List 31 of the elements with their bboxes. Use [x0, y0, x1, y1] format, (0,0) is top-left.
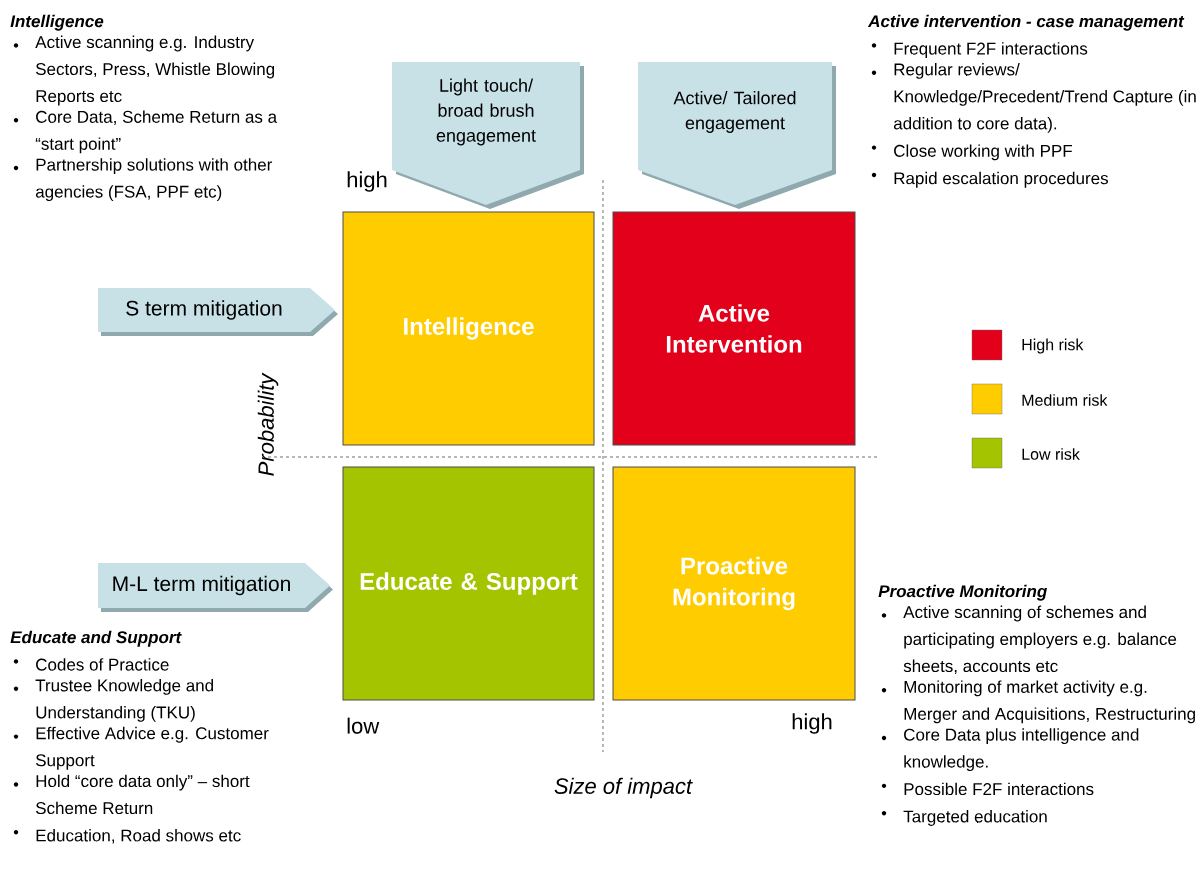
bullet-item: Close working with PPF: [871, 144, 1072, 161]
bullet-item: Education, Road shows etc: [13, 829, 241, 844]
bullet-item: Targeted education: [881, 810, 1047, 826]
bullet-item: Regular reviews/ Knowledge/Precedent/Trend Capture (in addition to core data).: [871, 63, 1196, 133]
bullet-item: Active scanning e.g. Industry Sectors, Press, Whistle Blowing Reports etc: [13, 35, 275, 106]
bullet-item: Codes of Practice: [13, 658, 169, 671]
legend-label: Medium risk: [1022, 394, 1108, 406]
quadrant-box: Intelligence: [342, 211, 595, 446]
section-heading: Intelligence: [10, 14, 104, 31]
section-heading: Active intervention - case management: [867, 14, 1185, 31]
bullet-item: Hold “core data only” – short Scheme Return: [13, 774, 250, 815]
axis-title: Size of impact: [554, 777, 693, 799]
bullet-item: Core Data, Scheme Return as a “start point”: [13, 110, 278, 154]
quadrant-box: Proactive Monitoring: [612, 466, 856, 701]
bullet-item: Effective Advice e.g. Customer Support: [13, 726, 269, 770]
legend-label: Low risk: [1022, 448, 1080, 460]
axis-title: Probability: [257, 372, 279, 476]
bullet-item: Monitoring of market activity e.g. Merger and Acquisitions, Restructuring: [881, 680, 1195, 724]
bullet-item: Rapid escalation procedures: [871, 171, 1108, 188]
bullet-item: Possible F2F interactions: [881, 782, 1094, 796]
axis-end-label: high: [347, 171, 387, 192]
bullet-item: Trustee Knowledge and Understanding (TKU): [13, 679, 213, 722]
section-heading: Educate and Support: [10, 630, 182, 647]
bullet-item: Frequent F2F interactions: [871, 42, 1088, 59]
bullet-item: Partnership solutions with other agencies (FSA, PPF etc): [13, 158, 273, 202]
section-heading: Proactive Monitoring: [878, 584, 1047, 601]
legend-label: High risk: [1022, 338, 1084, 354]
quadrant-box: Educate & Support: [342, 466, 595, 701]
quadrant-box: Active Intervention: [612, 211, 856, 446]
bullet-item: Active scanning of schemes and participating employers e.g. balance sheets, accounts etc: [881, 605, 1177, 675]
bullet-item: Core Data plus intelligence and knowledge.: [881, 728, 1139, 772]
